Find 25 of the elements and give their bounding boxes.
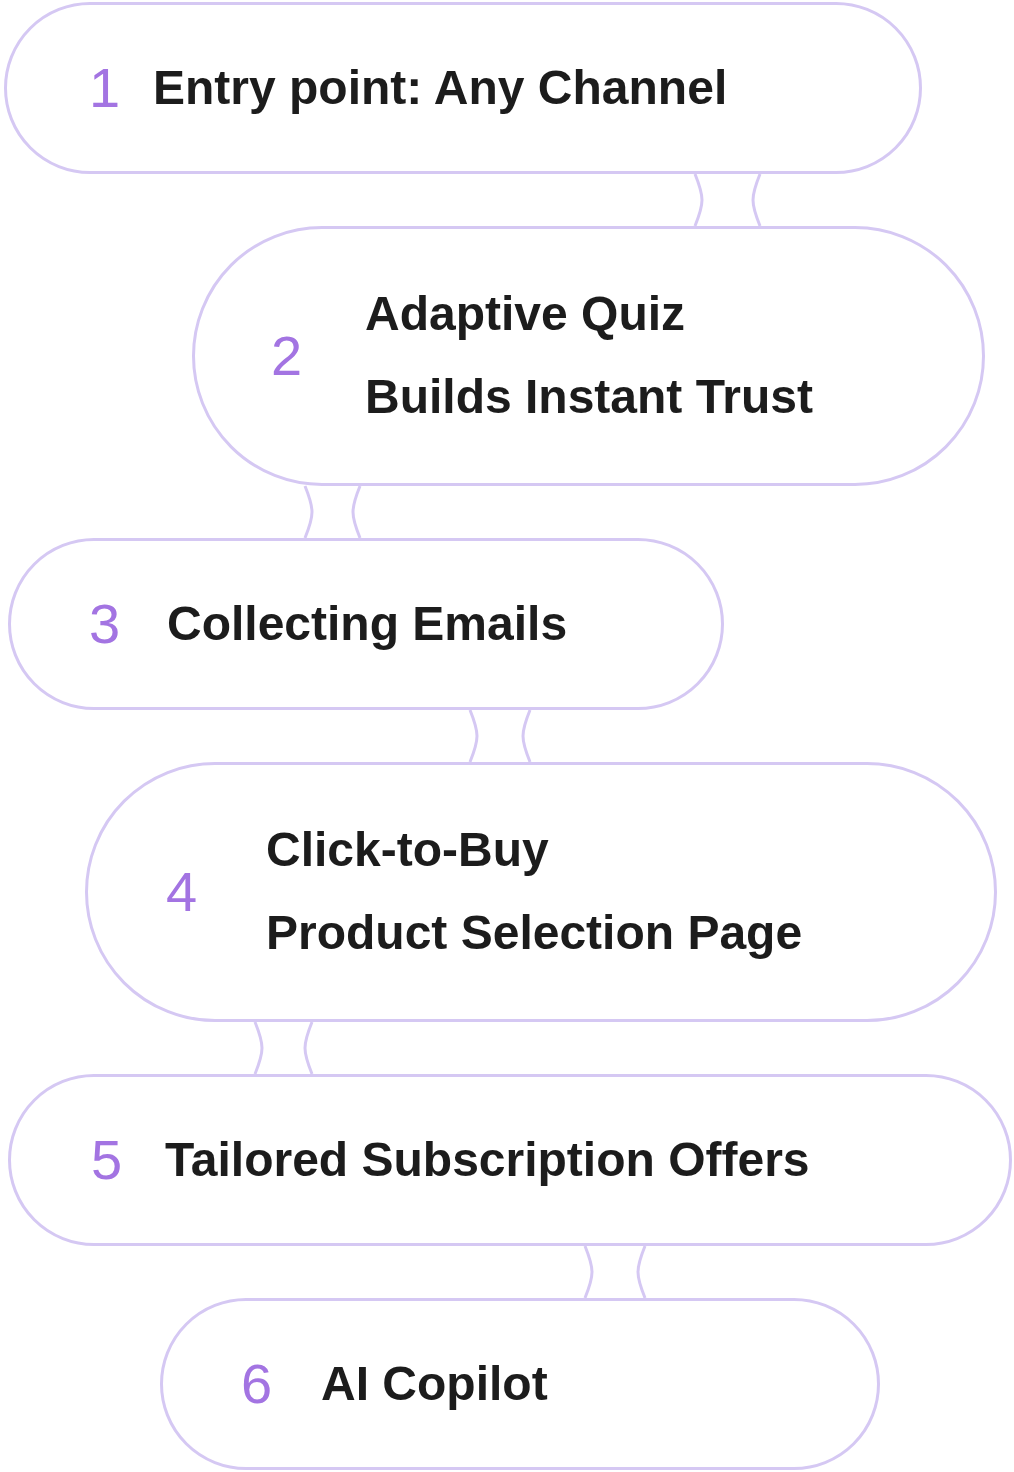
step-pill — [160, 1298, 880, 1470]
step-pill — [4, 2, 922, 174]
step-label: Product Selection Page — [266, 907, 803, 960]
connector-neck — [693, 172, 762, 228]
step-number: 6 — [241, 1356, 273, 1412]
step-pill — [85, 762, 997, 1022]
connector-neck — [303, 484, 362, 540]
connector-neck — [253, 1020, 314, 1076]
step-label: AI Copilot — [321, 1357, 548, 1411]
step-label: Tailored Subscription Offers — [165, 1133, 810, 1187]
step-number: 4 — [166, 864, 198, 920]
step-pill — [8, 538, 724, 710]
connector-neck — [583, 1244, 647, 1300]
step-number: 5 — [91, 1132, 123, 1188]
step-number: 2 — [271, 328, 303, 384]
connector-neck — [468, 708, 532, 764]
step-label: Builds Instant Trust — [365, 371, 814, 424]
step-label: Click-to-Buy — [266, 824, 550, 877]
step-number: 3 — [89, 596, 121, 652]
step-label: Entry point: Any Channel — [153, 61, 728, 115]
step-label: Adaptive Quiz — [365, 288, 687, 341]
step-label: Collecting Emails — [167, 597, 568, 651]
step-number: 1 — [89, 60, 121, 116]
step-pill — [8, 1074, 1012, 1246]
step-pill — [192, 226, 985, 486]
